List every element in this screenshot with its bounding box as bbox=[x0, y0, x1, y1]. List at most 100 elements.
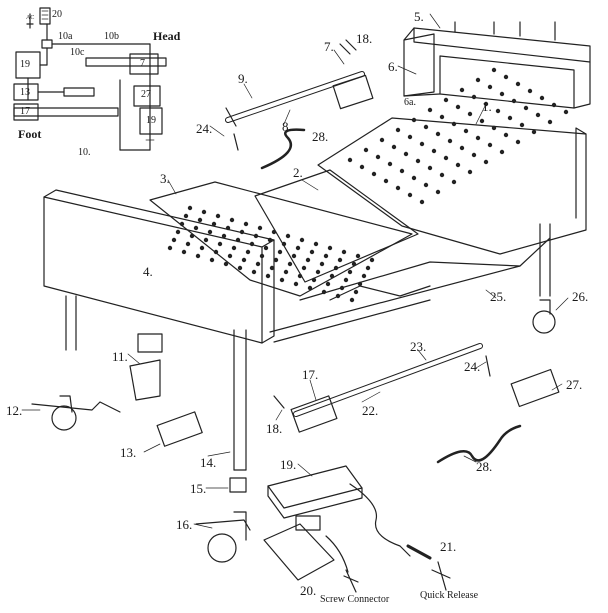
part-label-24-bottom: 24. bbox=[464, 359, 481, 374]
actuator-foot bbox=[290, 343, 483, 433]
deck-hole bbox=[475, 135, 481, 141]
deck-hole bbox=[255, 261, 261, 267]
deck-hole bbox=[383, 178, 389, 184]
part-label-28-top: 28. bbox=[312, 129, 329, 144]
deck-hole bbox=[249, 241, 255, 247]
deck-hole bbox=[225, 225, 231, 231]
deck-hole bbox=[263, 245, 269, 251]
control-box bbox=[267, 465, 363, 519]
foot-deck bbox=[149, 181, 413, 297]
deck-hole bbox=[189, 233, 195, 239]
cable-28-top bbox=[260, 128, 306, 170]
deck-hole bbox=[237, 265, 243, 271]
part-label-18-bottom: 18. bbox=[266, 421, 283, 436]
deck-hole bbox=[519, 122, 525, 128]
deck-hole bbox=[431, 148, 437, 154]
schematic-rail-2 bbox=[63, 87, 95, 97]
deck-hole bbox=[229, 217, 235, 223]
deck-hole bbox=[209, 257, 215, 263]
deck-hole bbox=[183, 213, 189, 219]
schematic-rail bbox=[85, 57, 167, 67]
hand-pendant bbox=[263, 515, 349, 581]
deck-hole bbox=[223, 261, 229, 267]
deck-hole bbox=[297, 273, 303, 279]
deck-hole bbox=[327, 245, 333, 251]
deck-hole bbox=[387, 161, 393, 167]
schematic-part-27 bbox=[133, 85, 161, 107]
motor-11 bbox=[129, 333, 163, 401]
deck-hole bbox=[265, 273, 271, 279]
deck-hole bbox=[423, 182, 429, 188]
deck-hole bbox=[267, 237, 273, 243]
deck-hole bbox=[443, 97, 449, 103]
caster-26 bbox=[532, 299, 556, 334]
part-label-16: 16. bbox=[176, 517, 193, 532]
pin-24-bottom bbox=[485, 355, 491, 377]
deck-hole bbox=[523, 105, 529, 111]
deck-hole bbox=[551, 102, 557, 108]
schematic-label-19: 19 bbox=[20, 59, 30, 70]
deck-hole bbox=[391, 144, 397, 150]
part-label-1: 1. bbox=[482, 99, 492, 114]
deck-hole bbox=[333, 265, 339, 271]
deck-hole bbox=[439, 172, 445, 178]
schematic-label-10a: 10a bbox=[58, 31, 73, 42]
deck-hole bbox=[439, 114, 445, 120]
deck-hole bbox=[427, 107, 433, 113]
deck-hole bbox=[347, 157, 353, 163]
power-cord bbox=[349, 483, 411, 557]
leader-lines bbox=[21, 13, 569, 529]
deck-hole bbox=[407, 192, 413, 198]
deck-hole bbox=[415, 158, 421, 164]
deck-hole bbox=[459, 145, 465, 151]
deck-hole bbox=[279, 277, 285, 283]
deck-hole bbox=[475, 77, 481, 83]
deck-hole bbox=[241, 257, 247, 263]
actuator-head bbox=[225, 71, 374, 127]
deck-hole bbox=[243, 221, 249, 227]
deck-hole bbox=[337, 257, 343, 263]
part-label-15: 15. bbox=[190, 481, 207, 496]
deck-hole bbox=[329, 273, 335, 279]
deck-hole bbox=[351, 261, 357, 267]
deck-hole bbox=[365, 265, 371, 271]
caption-screw-connector: Screw Connector bbox=[320, 594, 390, 605]
deck-hole bbox=[459, 87, 465, 93]
schematic-label-27: 27 bbox=[141, 89, 151, 100]
deck-hole bbox=[515, 139, 521, 145]
deck-hole bbox=[215, 213, 221, 219]
schematic-label-10b: 10b bbox=[104, 31, 119, 42]
part-label-18-top: 18. bbox=[356, 31, 373, 46]
deck-hole bbox=[507, 115, 513, 121]
deck-hole bbox=[299, 237, 305, 243]
deck-hole bbox=[171, 237, 177, 243]
caster-16 bbox=[195, 477, 251, 563]
part-label-19: 19. bbox=[280, 457, 297, 472]
schematic-label-13: 13 bbox=[20, 87, 30, 98]
deck-hole bbox=[309, 249, 315, 255]
deck-hole bbox=[353, 289, 359, 295]
deck-hole bbox=[211, 221, 217, 227]
deck-hole bbox=[511, 98, 517, 104]
deck-hole bbox=[251, 269, 257, 275]
deck-hole bbox=[467, 169, 473, 175]
deck-hole bbox=[287, 261, 293, 267]
cable-28-bottom bbox=[436, 424, 522, 464]
deck-hole bbox=[213, 249, 219, 255]
deck-hole bbox=[483, 159, 489, 165]
part-label-8: 8. bbox=[282, 119, 292, 134]
part-label-6a: 6a. bbox=[404, 97, 416, 108]
deck-hole bbox=[491, 125, 497, 131]
caption-quick-release: Quick Release bbox=[420, 590, 479, 601]
deck-hole bbox=[227, 253, 233, 259]
deck-hole bbox=[371, 171, 377, 177]
wiring-schematic bbox=[13, 7, 167, 151]
deck-hole bbox=[483, 101, 489, 107]
deck-hole bbox=[531, 129, 537, 135]
schematic-ac-plug bbox=[26, 13, 34, 29]
deck-hole bbox=[463, 128, 469, 134]
schematic-part-19b bbox=[139, 107, 163, 135]
deck-hole bbox=[447, 138, 453, 144]
deck-hole bbox=[167, 245, 173, 251]
